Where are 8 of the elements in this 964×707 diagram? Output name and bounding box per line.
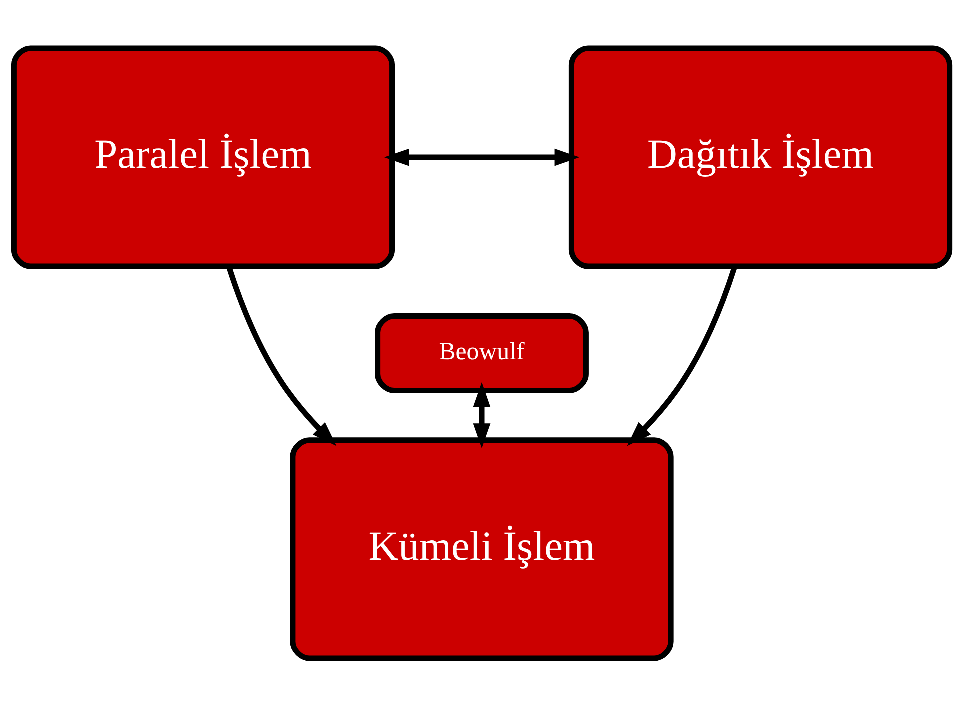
- node-box: Kümeli İşlem: [290, 438, 674, 662]
- node-box: Dağıtık İşlem: [568, 46, 953, 270]
- arrow: [627, 266, 738, 446]
- node-box: Beowulf: [375, 313, 589, 394]
- arrow: [226, 266, 337, 446]
- arrow: [384, 148, 580, 166]
- node-box: Paralel İşlem: [11, 46, 396, 270]
- arrow: [473, 382, 491, 448]
